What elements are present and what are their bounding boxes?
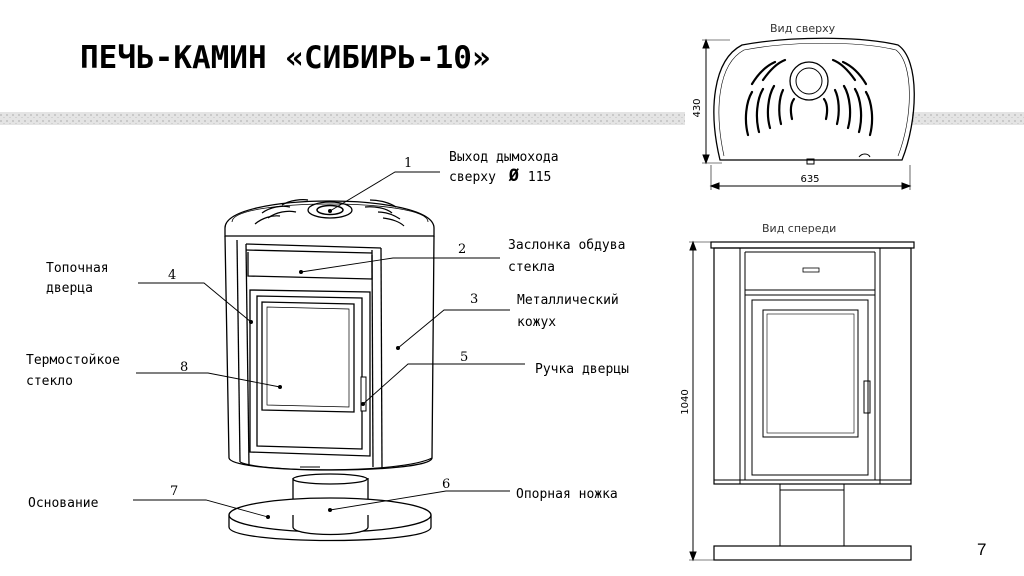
callout-8-label-line1: Термостойкое [26, 353, 120, 368]
callout-1-diameter-value: 115 [528, 170, 551, 185]
callout-8-label-line2: стекло [26, 374, 73, 389]
top-view-drawing [702, 37, 915, 190]
top-view-width-dimension: 635 [800, 174, 819, 185]
leader-lines [133, 171, 525, 519]
callout-2-number: 2 [458, 242, 466, 257]
top-view-label: Вид сверху [770, 22, 836, 35]
callout-7-label: Основание [28, 496, 99, 511]
callout-3-label-line2: кожух [517, 315, 556, 330]
page-number: 7 [977, 540, 987, 559]
slide-title: ПЕЧЬ-КАМИН «СИБИРЬ-10» [80, 40, 491, 76]
decorative-band [0, 112, 685, 125]
stove-illustration [224, 199, 435, 542]
front-view-label: Вид спереди [762, 222, 836, 235]
callout-4-number: 4 [168, 268, 176, 283]
callout-5-number: 5 [460, 350, 468, 365]
callout-8-number: 8 [180, 360, 188, 375]
callout-1-number: 1 [404, 156, 412, 171]
callout-3-label-line1: Металлический [517, 293, 619, 308]
callout-6-number: 6 [442, 477, 450, 492]
callout-2-label-line1: Заслонка обдува [508, 238, 625, 253]
callout-5-label: Ручка дверцы [535, 362, 629, 377]
front-view-drawing [689, 240, 915, 562]
front-view-height-dimension: 1040 [680, 389, 691, 414]
callout-6-label: Опорная ножка [516, 487, 618, 502]
callout-1-label-sverhu: сверху [449, 170, 496, 185]
callout-3-number: 3 [470, 292, 478, 307]
callout-4-label-line1: Топочная [46, 261, 109, 276]
callout-4-label-line2: дверца [46, 281, 93, 296]
callout-7-number: 7 [170, 484, 178, 499]
callout-1-label-line2: сверху Ø 115 [449, 166, 551, 186]
diameter-symbol: Ø [508, 166, 520, 186]
top-view-depth-dimension: 430 [692, 98, 703, 117]
callout-2-label-line2: стекла [508, 260, 555, 275]
decorative-band-right [912, 112, 1024, 125]
callout-1-label-line1: Выход дымохода [449, 150, 559, 165]
